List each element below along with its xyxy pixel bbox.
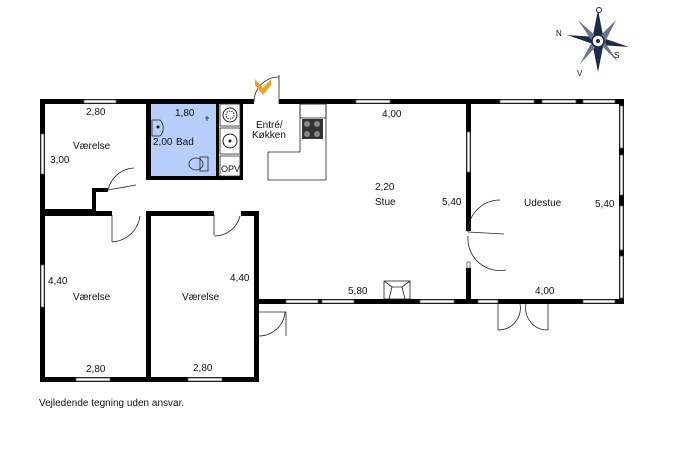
compass-v-label: V — [577, 69, 583, 78]
entrance-arrow-icon — [255, 79, 271, 95]
walls — [40, 99, 624, 382]
dimension-label: 5,40 — [595, 199, 615, 210]
dimension-label: 4,40 — [230, 273, 250, 284]
fireplace — [383, 280, 411, 300]
room-label-vaerelse-bm: Værelse — [182, 292, 220, 303]
dimension-label: 2,00 — [153, 137, 173, 148]
room-label-vaerelse-bl: Værelse — [73, 292, 111, 303]
doors — [107, 75, 549, 337]
dimension-label: 2,80 — [86, 364, 106, 375]
dimension-label: 5,80 — [348, 286, 368, 297]
dimension-label: 2,80 — [86, 107, 106, 118]
room-label-stue: Stue — [375, 197, 396, 208]
room-label-opv: OPV — [221, 164, 240, 174]
room-label-stue-num: 2,20 — [375, 182, 395, 193]
dimension-label: 2,80 — [193, 363, 213, 374]
compass-rose-icon — [567, 7, 629, 72]
compass-n-label: N — [556, 29, 562, 38]
dimension-label: 4,00 — [535, 286, 555, 297]
room-label-vaerelse-top: Værelse — [73, 141, 111, 152]
dimension-label: 1,80 — [175, 108, 195, 119]
kitchen-counter — [267, 103, 327, 181]
dimension-label: 4,00 — [382, 109, 402, 120]
disclaimer-text: Vejledende tegning uden ansvar. — [39, 398, 184, 409]
dimension-label: 4,40 — [48, 276, 68, 287]
room-label-kokken: Køkken — [252, 130, 286, 141]
windows — [40, 99, 624, 382]
bathroom-fixtures — [151, 116, 209, 172]
dimension-label: 3,00 — [50, 155, 70, 166]
compass-s-label: S — [614, 51, 619, 60]
room-label-bad: Bad — [176, 137, 194, 148]
room-label-udestue: Udestue — [524, 198, 562, 209]
utility-fixtures — [219, 103, 241, 177]
dimension-label: 5,40 — [442, 197, 462, 208]
room-label-entre: Entré/ — [256, 120, 283, 131]
